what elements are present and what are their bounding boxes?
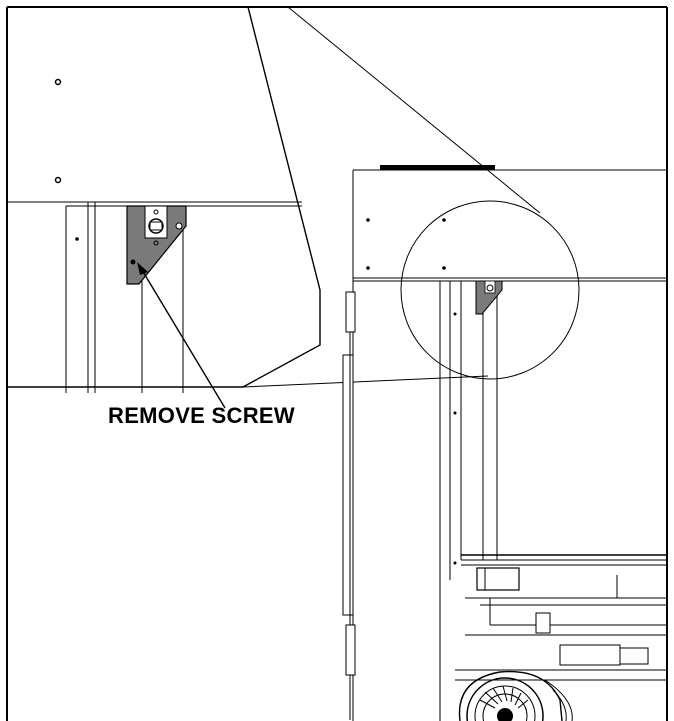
zoom-lines — [242, 6, 541, 388]
callout-leader — [141, 269, 226, 409]
cabinet-view — [342, 165, 667, 721]
detail-circle — [400, 200, 580, 380]
screw-hole — [54, 78, 62, 86]
outer-frame — [6, 6, 668, 721]
screw-hole — [54, 176, 62, 184]
detail-view — [7, 6, 321, 409]
callout-arrowhead — [137, 262, 148, 275]
remove-screw-label: REMOVE SCREW — [108, 403, 295, 428]
blower-fan — [458, 670, 573, 721]
screw-to-remove — [130, 259, 136, 265]
